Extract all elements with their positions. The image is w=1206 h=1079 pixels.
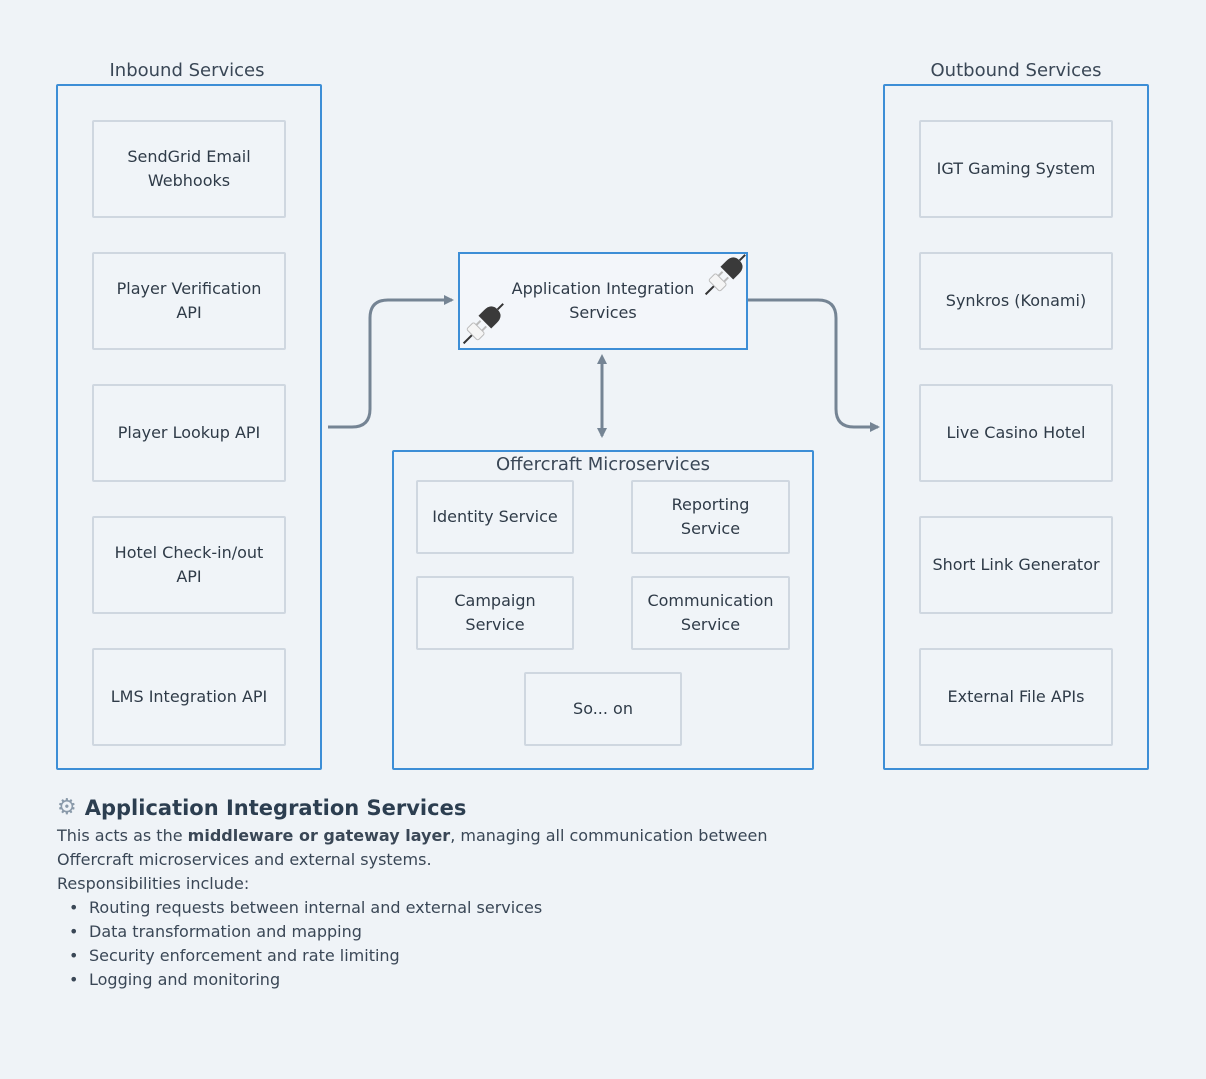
card-label: Identity Service [432, 507, 558, 526]
card-label: Hotel Check-in/out API [114, 543, 264, 586]
gateway-to-outbound-arrow [748, 298, 880, 432]
outbound-card-synkros[interactable]: Synkros (Konami) [919, 252, 1113, 350]
outbound-card-external-file[interactable]: External File APIs [919, 648, 1113, 746]
card-label: Player Verification API [116, 279, 262, 322]
outbound-card-short-link[interactable]: Short Link Generator [919, 516, 1113, 614]
ms-card-communication[interactable]: Communication Service [631, 576, 790, 650]
responsibilities-label: Responsibilities include: [57, 874, 250, 893]
card-label: Live Casino Hotel [946, 423, 1086, 442]
card-label: External File APIs [947, 687, 1085, 706]
card-label: Reporting Service [671, 495, 750, 538]
notes-heading: Application Integration Services [84, 795, 467, 820]
microservices-title: Offercraft Microservices [495, 454, 711, 475]
ms-card-so-on[interactable]: So... on [524, 672, 682, 746]
card-label: Synkros (Konami) [945, 291, 1087, 310]
intro-bold: middleware or gateway layer [187, 826, 451, 845]
list-item: Security enforcement and rate limiting [69, 944, 837, 968]
gateway-label: Application Integration Services [511, 279, 695, 322]
inbound-card-player-verification[interactable]: Player Verification API [92, 252, 286, 350]
application-integration-node[interactable]: Application Integration Services [458, 252, 748, 350]
intro-post: , managing all communication between Off… [57, 826, 768, 869]
gear-icon: ⚙ [57, 795, 77, 820]
inbound-title: Inbound Services [109, 60, 265, 81]
inbound-group [56, 84, 322, 770]
ms-card-identity[interactable]: Identity Service [416, 480, 574, 554]
notes-section: ⚙ Application Integration Services This … [57, 795, 837, 992]
inbound-card-player-lookup[interactable]: Player Lookup API [92, 384, 286, 482]
card-label: SendGrid Email Webhooks [127, 147, 251, 190]
responsibilities-list: Routing requests between internal and ex… [57, 896, 837, 992]
ms-card-reporting[interactable]: Reporting Service [631, 480, 790, 554]
notes-intro: This acts as the middleware or gateway l… [57, 824, 837, 872]
inbound-to-gateway-arrow [328, 295, 454, 429]
microservices-group [392, 450, 814, 770]
list-item: Routing requests between internal and ex… [69, 896, 837, 920]
card-label: IGT Gaming System [936, 159, 1096, 178]
ms-card-campaign[interactable]: Campaign Service [416, 576, 574, 650]
intro-pre: This acts as the [57, 826, 188, 845]
list-item: Data transformation and mapping [69, 920, 837, 944]
list-item: Logging and monitoring [69, 968, 837, 992]
card-label: Player Lookup API [117, 423, 261, 442]
outbound-group [883, 84, 1149, 770]
inbound-card-hotel-checkin[interactable]: Hotel Check-in/out API [92, 516, 286, 614]
card-label: Communication Service [647, 591, 774, 634]
card-label: So... on [573, 699, 633, 718]
card-label: LMS Integration API [110, 687, 268, 706]
card-label: Short Link Generator [932, 555, 1100, 574]
card-label: Campaign Service [454, 591, 536, 634]
outbound-card-live-casino[interactable]: Live Casino Hotel [919, 384, 1113, 482]
notes-heading-row: ⚙ Application Integration Services [57, 795, 837, 820]
outbound-card-igt[interactable]: IGT Gaming System [919, 120, 1113, 218]
inbound-card-sendgrid[interactable]: SendGrid Email Webhooks [92, 120, 286, 218]
inbound-card-lms[interactable]: LMS Integration API [92, 648, 286, 746]
outbound-title: Outbound Services [930, 60, 1102, 81]
